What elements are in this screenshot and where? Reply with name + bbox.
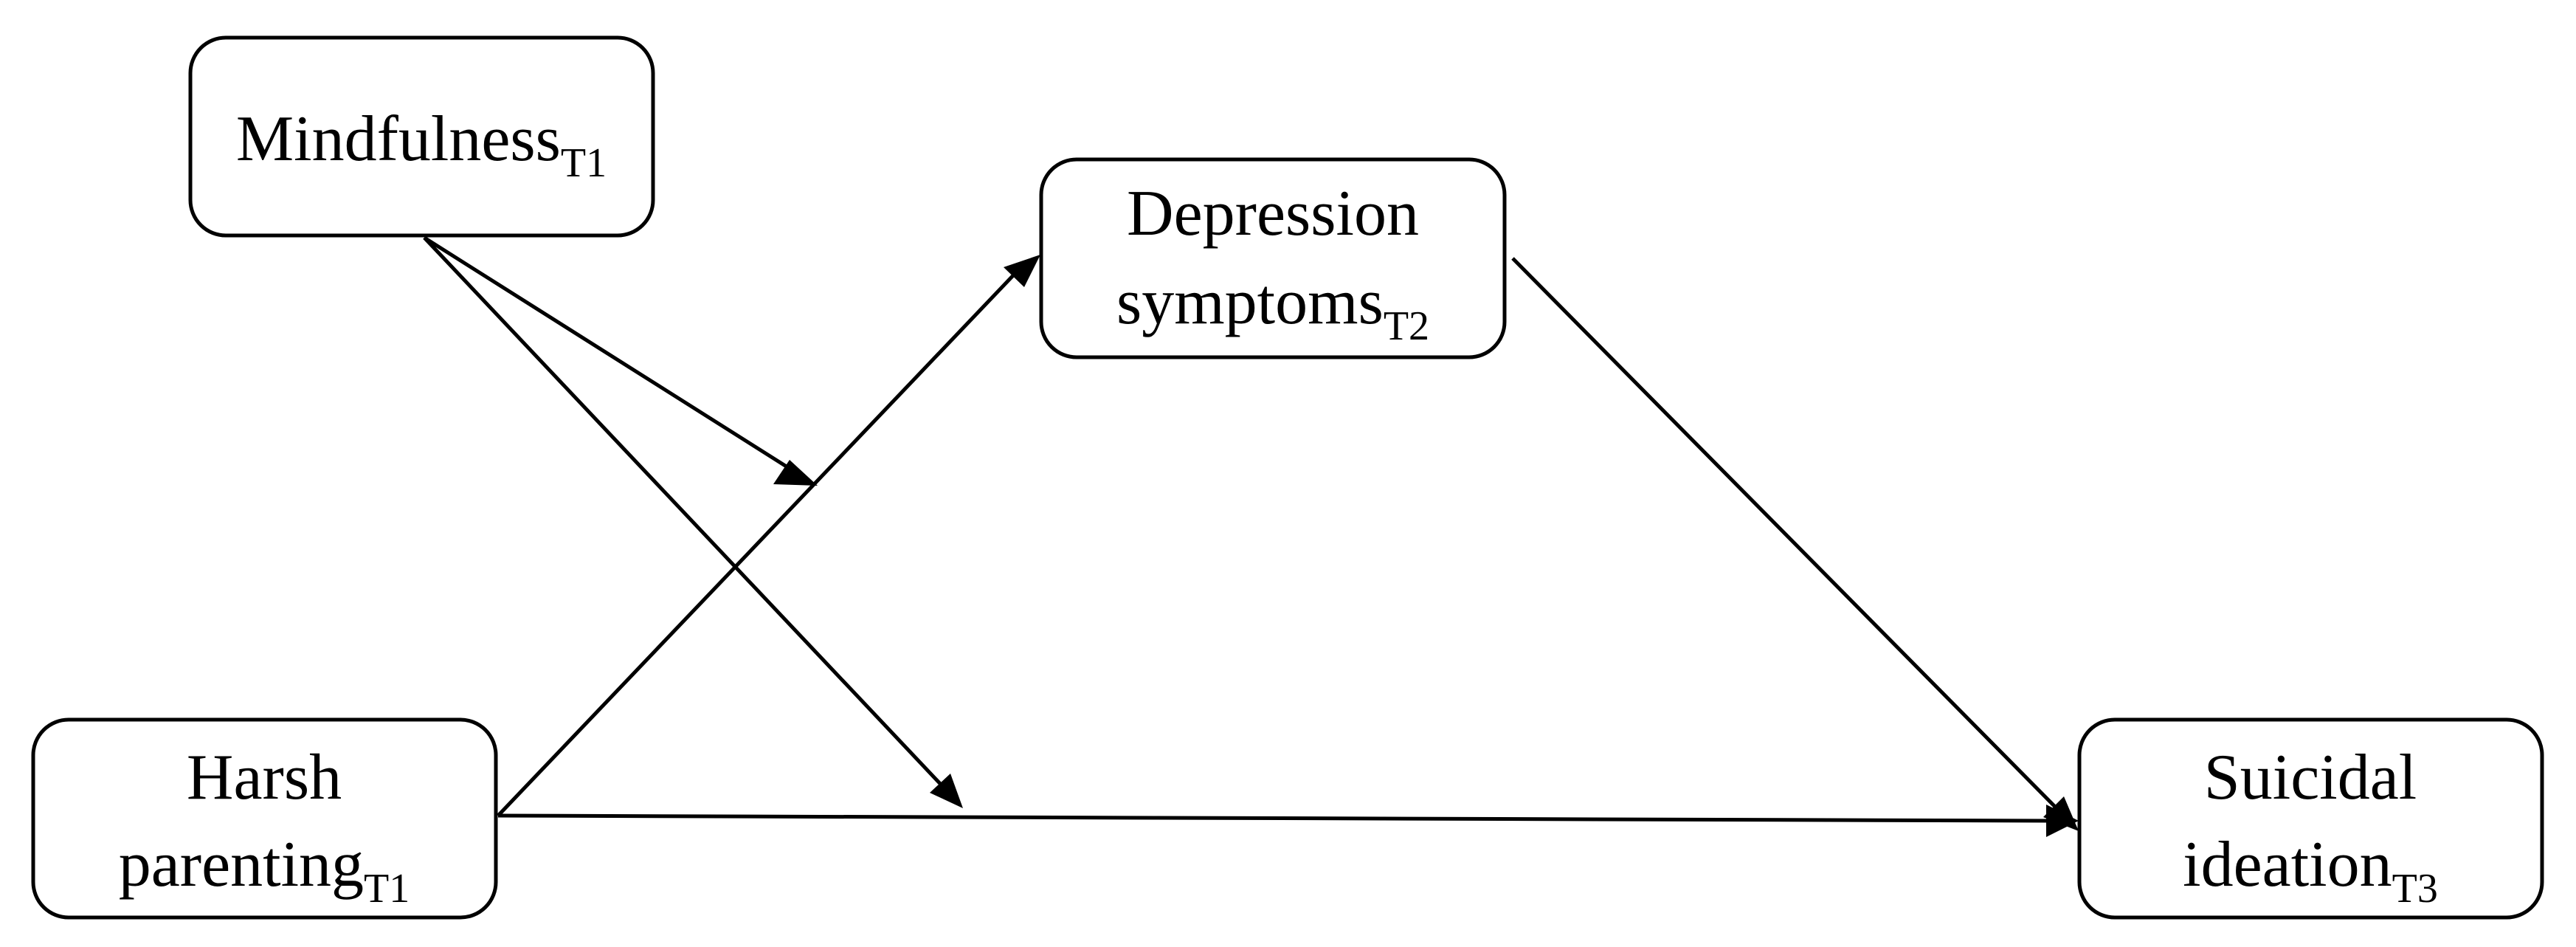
arrowhead-suicidal-direct bbox=[2046, 805, 2079, 837]
node-depression-line2: symptoms bbox=[1116, 266, 1384, 338]
node-suicidal-line2: ideation bbox=[2183, 829, 2392, 900]
edge-depression-to-suicidal bbox=[1511, 257, 2060, 812]
svg-text:Depression: Depression bbox=[1127, 178, 1419, 249]
node-depression-line1: Depression bbox=[1127, 178, 1419, 249]
svg-text:symptomsT2: symptomsT2 bbox=[1116, 266, 1429, 349]
svg-text:parentingT1: parentingT1 bbox=[119, 829, 410, 912]
edge-mindfulness-to-a-path bbox=[423, 235, 798, 475]
node-harsh-line2: parenting bbox=[119, 829, 364, 900]
arrowhead-c-path-moderation bbox=[930, 774, 963, 808]
node-harsh-parenting: Harsh parentingT1 bbox=[31, 717, 498, 920]
svg-text:Suicidal: Suicidal bbox=[2204, 742, 2417, 813]
arrowhead-a-path-moderation bbox=[773, 460, 818, 486]
node-depression-subscript: T2 bbox=[1384, 303, 1429, 349]
node-harsh-line1: Harsh bbox=[187, 742, 342, 813]
svg-text:Harsh: Harsh bbox=[187, 742, 342, 813]
node-depression-symptoms: Depression symptomsT2 bbox=[1039, 157, 1507, 359]
arrowhead-depression bbox=[1004, 255, 1040, 287]
edge-harsh-to-depression bbox=[497, 270, 1018, 817]
node-suicidal-ideation: Suicidal ideationT3 bbox=[2077, 717, 2544, 920]
node-mindfulness: MindfulnessT1 bbox=[188, 35, 655, 238]
edge-mindfulness-to-c-path bbox=[423, 236, 946, 790]
edges bbox=[423, 235, 2079, 837]
edge-harsh-to-suicidal bbox=[497, 813, 2048, 823]
node-mindfulness-subscript: T1 bbox=[561, 140, 607, 186]
svg-text:ideationT3: ideationT3 bbox=[2183, 829, 2438, 912]
node-suicidal-subscript: T3 bbox=[2392, 866, 2438, 912]
svg-text:MindfulnessT1: MindfulnessT1 bbox=[236, 103, 607, 186]
node-suicidal-line1: Suicidal bbox=[2204, 742, 2417, 813]
node-mindfulness-label: Mindfulness bbox=[236, 103, 561, 175]
node-harsh-subscript: T1 bbox=[364, 866, 410, 912]
